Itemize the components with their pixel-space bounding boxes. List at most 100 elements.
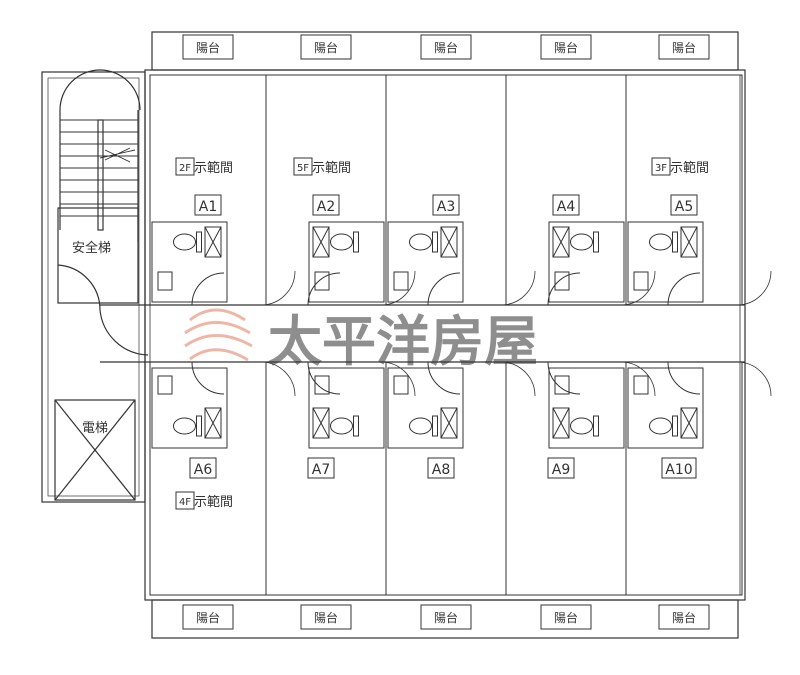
- toilet-icon: [330, 417, 353, 435]
- toilet-icon: [173, 233, 196, 251]
- sink-icon: [554, 375, 570, 395]
- toilet-icon: [409, 233, 432, 251]
- unit-label: A5: [670, 194, 698, 216]
- bathroom: [627, 367, 704, 449]
- balcony-A4: 陽台: [540, 34, 592, 60]
- svg-text:A9: A9: [552, 462, 570, 478]
- svg-text:A2: A2: [317, 199, 335, 215]
- stair-label: 安全梯: [72, 240, 111, 256]
- door-swing: [547, 272, 581, 306]
- balcony-A9: 陽台: [540, 604, 592, 630]
- shower-icon: [312, 407, 330, 439]
- unit-A10: 陽台 A10: [625, 361, 772, 630]
- balcony-A2: 陽台: [300, 34, 352, 60]
- bathroom: [151, 367, 228, 449]
- balcony-label: 陽台: [196, 40, 220, 55]
- svg-text:A7: A7: [312, 462, 330, 478]
- toilet-icon: [649, 233, 672, 251]
- bathroom: [387, 367, 464, 449]
- svg-text:A1: A1: [199, 199, 217, 215]
- balcony-label: 陽台: [434, 610, 458, 625]
- balcony-A8: 陽台: [420, 604, 472, 630]
- balcony-A1: 陽台: [182, 34, 234, 60]
- unit-label: A7: [307, 457, 335, 479]
- toilet-icon: [409, 417, 432, 435]
- svg-text:A10: A10: [665, 462, 692, 478]
- elevator-label: 電梯: [82, 421, 108, 436]
- shower-icon: [680, 407, 698, 439]
- shower-icon: [552, 226, 570, 258]
- unit-label: A4: [552, 194, 580, 216]
- door-swing: [307, 361, 341, 395]
- door-swing: [667, 361, 701, 395]
- unit-A7: 陽台 A7: [265, 361, 416, 630]
- unit-label: A8: [427, 457, 455, 479]
- stair-landing: [57, 207, 139, 304]
- sink-icon: [314, 375, 330, 395]
- unit-A4: 陽台 A4: [505, 34, 656, 306]
- top-balcony-strip: [151, 31, 739, 71]
- unit-room: [505, 74, 627, 306]
- balcony-label: 陽台: [672, 40, 696, 55]
- svg-text:2F: 2F: [179, 163, 191, 174]
- bathroom: [548, 221, 625, 303]
- toilet-icon: [330, 233, 353, 251]
- door-swing: [427, 361, 461, 395]
- toilet-icon: [649, 417, 672, 435]
- shower-icon: [312, 226, 330, 258]
- balcony-A5: 陽台: [658, 34, 710, 60]
- svg-text:5F: 5F: [297, 163, 309, 174]
- shower-icon: [680, 226, 698, 258]
- bathroom: [627, 221, 704, 303]
- balcony-A3: 陽台: [420, 34, 472, 60]
- shower-icon: [552, 407, 570, 439]
- unit-label: A9: [547, 457, 575, 479]
- toilet-icon: [173, 417, 196, 435]
- svg-text:A4: A4: [557, 199, 576, 215]
- watermark-logo: [184, 308, 253, 362]
- sink-icon: [157, 375, 173, 395]
- unit-room: [625, 74, 743, 306]
- toilet-icon: [570, 417, 593, 435]
- sink-icon: [633, 375, 649, 395]
- balcony-A10: 陽台: [658, 604, 710, 630]
- svg-text:3F: 3F: [655, 163, 667, 174]
- unit-label: A2: [312, 194, 340, 216]
- svg-text:示範間: 示範間: [670, 161, 709, 176]
- balcony-A6: 陽台: [182, 604, 234, 630]
- sink-icon: [314, 271, 330, 291]
- shower-icon: [440, 226, 458, 258]
- svg-text:A6: A6: [194, 462, 213, 478]
- balcony-label: 陽台: [196, 610, 220, 625]
- balcony-label: 陽台: [434, 40, 458, 55]
- bathroom: [308, 221, 385, 303]
- svg-text:示範間: 示範間: [194, 161, 233, 176]
- watermark-text: 太平洋房屋: [268, 309, 538, 373]
- stair-break-icon: [99, 147, 136, 163]
- unit-label: A6: [189, 457, 217, 479]
- sink-icon: [554, 271, 570, 291]
- svg-text:A8: A8: [432, 462, 450, 478]
- bathroom: [387, 221, 464, 303]
- elevator-shaft: [54, 399, 136, 501]
- unit-label: A3: [432, 194, 460, 216]
- unit-room: [385, 74, 507, 306]
- unit-label: A1: [194, 194, 222, 216]
- shower-icon: [204, 226, 222, 258]
- balcony-label: 陽台: [314, 40, 338, 55]
- unit-room: [625, 361, 743, 596]
- svg-text:示範間: 示範間: [312, 161, 351, 176]
- svg-text:示範間: 示範間: [194, 495, 233, 510]
- unit-A8: 陽台 A8: [385, 361, 536, 630]
- balcony-A7: 陽台: [300, 604, 352, 630]
- shower-icon: [440, 407, 458, 439]
- balcony-label: 陽台: [554, 40, 578, 55]
- unit-room: [149, 74, 267, 306]
- sink-icon: [633, 271, 649, 291]
- unit-label: A10: [661, 457, 697, 479]
